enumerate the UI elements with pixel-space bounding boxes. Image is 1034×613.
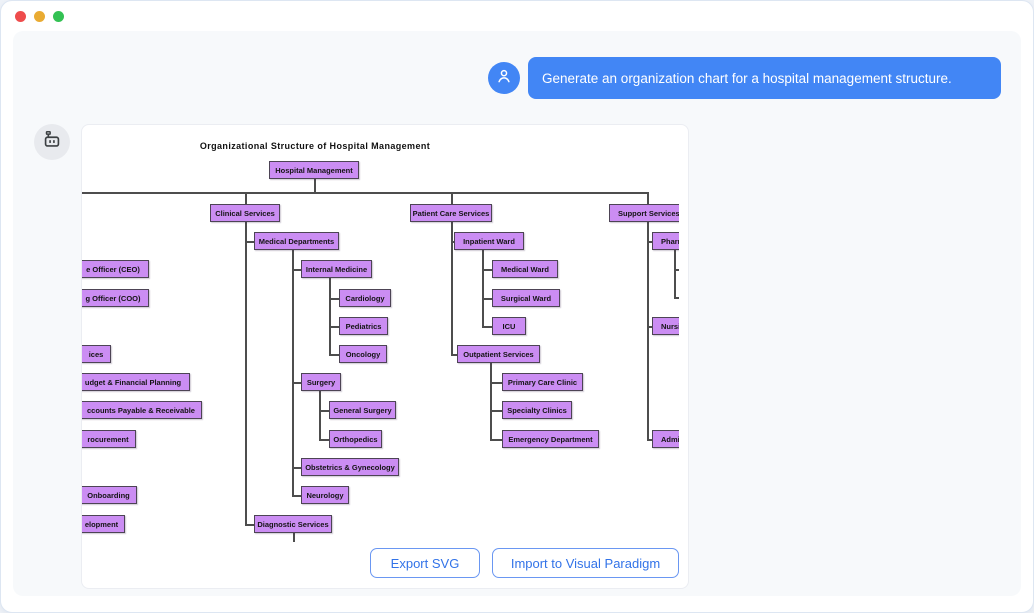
org-node-oncology: Oncology — [339, 345, 387, 363]
org-node-executive-officer-cut: e Officer (CEO) — [82, 260, 149, 278]
connector-line — [490, 363, 492, 439]
connector-line — [293, 533, 295, 542]
connector-line — [647, 192, 649, 204]
user-message-text: Generate an organization chart for a hos… — [542, 70, 952, 86]
org-node-medical-ward: Medical Ward — [492, 260, 558, 278]
org-node-development-cut: elopment — [82, 515, 125, 533]
connector-line — [292, 269, 301, 271]
connector-line — [490, 439, 502, 441]
app-content-area: Generate an organization chart for a hos… — [13, 31, 1021, 596]
connector-line — [482, 250, 484, 326]
connector-line — [329, 354, 339, 356]
connector-line — [451, 241, 454, 243]
org-node-services-cut: ices — [82, 345, 111, 363]
org-node-cardiology: Cardiology — [339, 289, 391, 307]
connector-line — [451, 354, 457, 356]
connector-line — [245, 222, 247, 524]
org-node-primary-care-clinic: Primary Care Clinic — [502, 373, 583, 391]
connector-line — [647, 222, 649, 439]
connector-line — [82, 192, 647, 194]
org-node-onboarding-cut: Onboarding — [82, 486, 137, 504]
connector-line — [329, 326, 339, 328]
org-node-hospital-management: Hospital Management — [269, 161, 359, 179]
org-node-budget-financial-planning-cut: udget & Financial Planning — [82, 373, 190, 391]
chart-title: Organizational Structure of Hospital Man… — [199, 141, 431, 151]
connector-line — [245, 241, 254, 243]
bot-avatar — [34, 124, 70, 160]
org-node-accounts-payable-receivable-cut: ccounts Payable & Receivable — [82, 401, 202, 419]
window-titlebar — [15, 11, 64, 22]
org-node-emergency-department: Emergency Department — [502, 430, 599, 448]
org-chart-card: Organizational Structure of Hospital Man… — [81, 124, 689, 589]
org-node-icu: ICU — [492, 317, 526, 335]
connector-line — [245, 192, 247, 204]
connector-line — [490, 382, 502, 384]
org-node-inpatient-ward: Inpatient Ward — [454, 232, 524, 250]
org-node-patient-care-services: Patient Care Services — [410, 204, 492, 222]
org-node-procurement-cut: rocurement — [82, 430, 136, 448]
org-node-orthopedics: Orthopedics — [329, 430, 382, 448]
org-chart-canvas: Organizational Structure of Hospital Man… — [82, 125, 679, 545]
org-node-outpatient-services: Outpatient Services — [457, 345, 540, 363]
connector-line — [647, 326, 652, 328]
org-node-support-services: Support Services — [609, 204, 679, 222]
connector-line — [647, 241, 652, 243]
org-node-surgical-ward: Surgical Ward — [492, 289, 560, 307]
connector-line — [292, 382, 301, 384]
org-node-operating-officer-cut: g Officer (COO) — [82, 289, 149, 307]
traffic-light-close[interactable] — [15, 11, 26, 22]
connector-line — [674, 269, 679, 271]
connector-line — [482, 326, 492, 328]
traffic-light-minimize[interactable] — [34, 11, 45, 22]
robot-icon — [41, 129, 63, 156]
person-icon — [495, 67, 513, 90]
connector-line — [482, 298, 492, 300]
connector-line — [292, 495, 301, 497]
import-to-visual-paradigm-button[interactable]: Import to Visual Paradigm — [492, 548, 679, 578]
org-node-obstetrics-gynecology: Obstetrics & Gynecology — [301, 458, 399, 476]
export-svg-button[interactable]: Export SVG — [370, 548, 480, 578]
connector-line — [319, 391, 321, 439]
org-node-internal-medicine: Internal Medicine — [301, 260, 372, 278]
connector-line — [319, 439, 329, 441]
org-node-neurology: Neurology — [301, 486, 349, 504]
org-node-diagnostic-services: Diagnostic Services — [254, 515, 332, 533]
org-node-clinical-services: Clinical Services — [210, 204, 280, 222]
connector-line — [314, 179, 316, 192]
org-node-pediatrics: Pediatrics — [339, 317, 388, 335]
traffic-light-maximize[interactable] — [53, 11, 64, 22]
org-node-pharmacy-cut: Pharm — [652, 232, 679, 250]
connector-line — [451, 222, 453, 354]
connector-line — [245, 524, 254, 526]
org-node-surgery: Surgery — [301, 373, 341, 391]
connector-line — [329, 278, 331, 354]
user-avatar — [488, 62, 520, 94]
connector-line — [292, 467, 301, 469]
org-node-administration-cut: Admin — [652, 430, 679, 448]
connector-line — [674, 297, 679, 299]
connector-line — [329, 298, 339, 300]
org-node-specialty-clinics: Specialty Clinics — [502, 401, 572, 419]
org-node-nursing-cut: Nursin — [652, 317, 679, 335]
org-node-general-surgery: General Surgery — [329, 401, 396, 419]
org-node-medical-departments: Medical Departments — [254, 232, 339, 250]
connector-line — [319, 410, 329, 412]
connector-line — [292, 250, 294, 495]
connector-line — [647, 439, 652, 441]
connector-line — [490, 410, 502, 412]
connector-line — [674, 250, 676, 297]
user-message-bubble: Generate an organization chart for a hos… — [528, 57, 1001, 99]
connector-line — [482, 269, 492, 271]
connector-line — [451, 192, 453, 204]
